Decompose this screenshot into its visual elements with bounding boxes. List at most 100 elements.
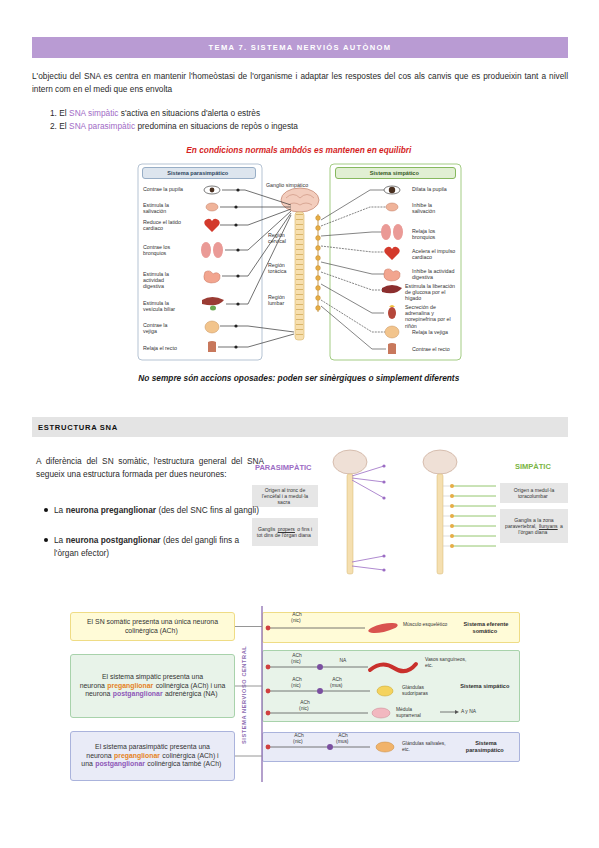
organ-drawings-left: [201, 242, 211, 258]
label: La: [54, 535, 63, 545]
start-dots: [266, 711, 271, 716]
structure-figure: [352, 556, 384, 562]
panel-header: Sistema parasimpático: [142, 167, 256, 179]
node-text: Sistema parasimpático: [466, 740, 504, 753]
organ-drawings-right: [382, 285, 402, 293]
ganglion-dots: [234, 223, 237, 226]
sympathetic-chain: [316, 236, 321, 241]
info-box: Ganglis a la zona paravertebral,llunyans…: [500, 509, 568, 543]
text-line: Secreción de adrenalina y norepinefrina …: [405, 304, 460, 329]
text-line: Médula suprarrenal: [396, 707, 438, 719]
structure-figure: [450, 534, 454, 538]
sympathetic-nerves: [321, 272, 382, 290]
text-line: Vasos sanguíneos, etc.: [425, 657, 470, 669]
label: Vasos sanguíneos, etc.: [425, 657, 466, 668]
label: PARASIMPÀTIC: [255, 463, 312, 472]
sympathetic-nerves: [321, 207, 386, 226]
text-line: NA: [336, 658, 352, 664]
text-line: Región torácica: [268, 262, 293, 274]
label: Dilata la pupila: [412, 186, 447, 192]
text-line: Ganglio simpático: [266, 182, 326, 188]
ganglion-dots: [236, 302, 239, 305]
info-box: Origen a medul·la toracolumbar: [500, 483, 568, 503]
connector-line: [235, 756, 262, 757]
text-line: Contrae la pupila: [143, 186, 188, 192]
neuron-lines: [270, 628, 365, 629]
label: 1.: [50, 108, 57, 118]
node-text: Sistema eferente somático: [464, 621, 509, 634]
label: Relaja los bronquios: [412, 228, 435, 240]
text-wrap: Ganglis a la zona paravertebral,llunyans…: [503, 517, 565, 536]
structure-figure: [382, 480, 385, 483]
label: Glándulas salivales, etc.: [402, 741, 446, 752]
parasympathetic-nerves: [220, 326, 294, 332]
text-line: PARASIMPÀTIC: [255, 463, 335, 472]
text-line: A diferència del SN somàtic, l'estructur…: [36, 455, 264, 480]
organ-drawings-right: [386, 203, 398, 211]
text-line: ACh (nic): [290, 653, 304, 665]
organ-drawings-right: [384, 186, 400, 194]
structure-figure: [437, 474, 443, 574]
label: s'activa en situacions d'alerta o estrès: [121, 108, 260, 118]
text-wrap: El sistema simpàtic presenta una neurona…: [78, 673, 227, 699]
parasympathetic-nerves: [220, 207, 291, 208]
text-line: Inhibe la actividad digestiva: [412, 268, 457, 280]
bullet-dots: [44, 508, 48, 512]
start-dots: [266, 665, 271, 670]
text-line: L'objectiu del SNA es centra en mantenir…: [32, 70, 568, 95]
sympathetic-panel: [330, 164, 461, 360]
text-line: Región cervical: [268, 232, 293, 244]
label: Inhibe la salivación: [412, 202, 435, 214]
parasympathetic-nerves: [222, 213, 291, 276]
structure-figure: [333, 450, 496, 574]
text-line: Laneurona preganglionar(des del SNC fins…: [54, 504, 266, 517]
text-line: Contrae el recto: [412, 346, 457, 352]
label: Estimula la liberación de glucosa por el…: [405, 283, 455, 301]
text-line: Relaja los bronquios: [412, 228, 457, 240]
sympathetic-chain: [316, 306, 321, 311]
connector-line: [235, 626, 262, 627]
effector-icons: [372, 708, 390, 718]
node-text: llunyans: [539, 523, 558, 529]
label: ACh (nic): [291, 653, 302, 664]
text-line: 2.ElSNA parasimpàticpredomina en situaci…: [50, 120, 560, 133]
structure-figure: [382, 496, 385, 499]
node-text: postganglionar: [113, 690, 163, 697]
sympathetic-nerves: [321, 232, 384, 236]
text-line: 1.ElSNA simpàtics'activa en situacions d…: [50, 107, 560, 120]
sympathetic-panel: [330, 164, 461, 360]
organ-drawings-right: [388, 343, 396, 354]
label: Estimula la salivación: [143, 202, 169, 214]
label: No sempre són accions oposades: poden se…: [138, 373, 459, 383]
label: ACh (nic): [291, 612, 302, 623]
label: L'objectiu del SNA es centra en mantenir…: [32, 71, 568, 94]
organ-drawings-left: [213, 242, 223, 258]
organ-drawings-right: [389, 187, 395, 193]
label: Médula suprarrenal: [396, 707, 421, 718]
text-wrap: Sistema parasimpático: [457, 740, 519, 754]
sympathetic-chain: [316, 296, 321, 301]
info-box: Origen al tronc de l'encèfal i a medul·l…: [252, 485, 318, 507]
text-line: Relaja el recto: [143, 345, 188, 351]
text-line: Laneurona postganglionar(des del gangli …: [54, 534, 266, 559]
text-wrap: Sistema simpático: [457, 683, 519, 690]
bullet-dots: [44, 538, 48, 542]
spinal-cord: [295, 212, 304, 340]
start-dots: [266, 626, 271, 631]
structure-figure: [352, 466, 384, 476]
text-line: Estimula la liberación de glucosa por el…: [405, 283, 460, 302]
text-line: Estimula la vesícula biliar: [143, 300, 185, 312]
title-text: TEMA 7. SISTEMA NERVIÓS AUTÒNOM: [209, 43, 392, 52]
label: Acelera el impulso cardiaco: [412, 248, 455, 260]
organ-drawings-left: [204, 271, 220, 283]
organ-drawings-left: [204, 219, 219, 232]
label: 2.: [50, 121, 57, 131]
neuron-lines: [440, 712, 455, 713]
label: SISTEMA NERVIOSO CENTRAL: [241, 646, 247, 744]
label: Inhibe la actividad digestiva: [412, 268, 454, 280]
label: A diferència del SN somàtic, l'estructur…: [36, 456, 264, 479]
organ-drawings-left: [210, 188, 215, 193]
ganglion-dots: [327, 744, 333, 750]
section-band: ESTRUCTURA SNA: [32, 417, 568, 437]
